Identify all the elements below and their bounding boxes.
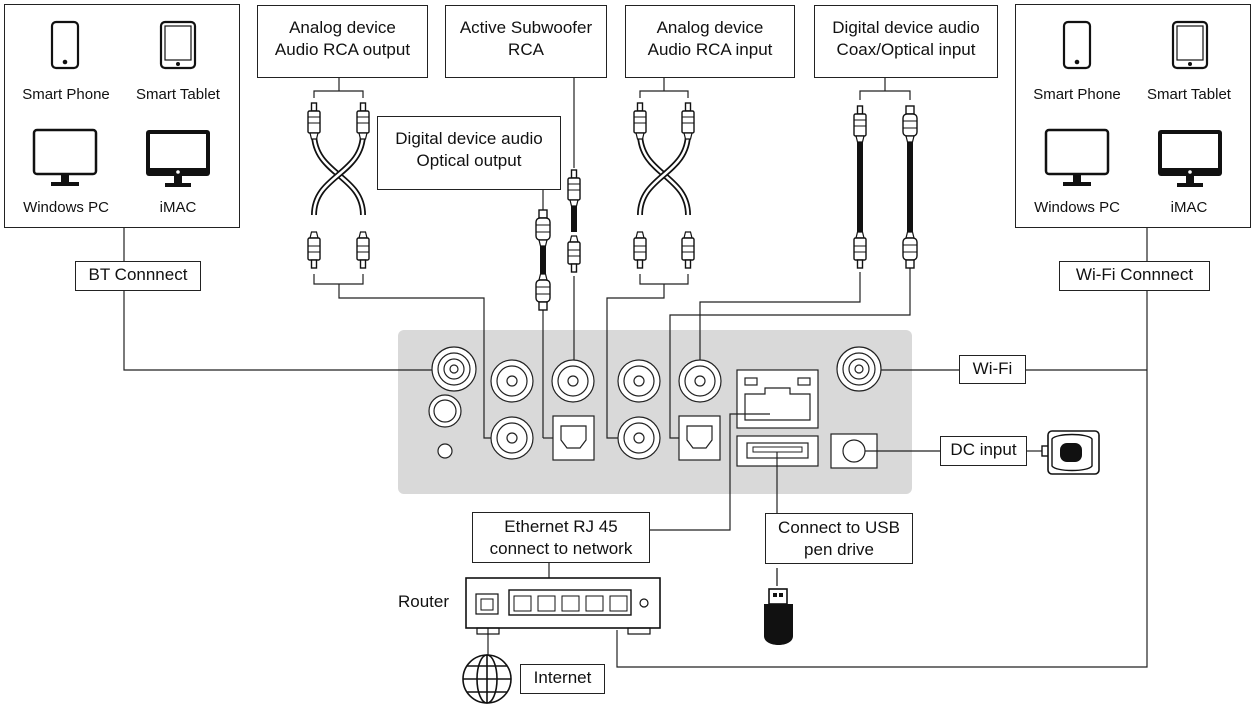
left-smart-tablet-label: Smart Tablet <box>136 86 220 103</box>
left-devices-box <box>4 4 240 228</box>
rca-jack <box>617 359 661 403</box>
right-smart-tablet-label: Smart Tablet <box>1147 86 1231 103</box>
left-windows-pc-label: Windows PC <box>23 199 109 216</box>
wifi-antenna-connector <box>836 346 882 392</box>
connection-lines <box>123 78 1148 668</box>
analog-output-line1: Analog device <box>289 18 396 37</box>
subwoofer-line1: Active Subwoofer <box>459 18 593 37</box>
digital-coax-input-label: Digital device audio Coax/Optical input <box>814 5 998 78</box>
ethernet-line1: Ethernet RJ 45 <box>504 517 618 536</box>
small-jack <box>428 394 462 428</box>
digital-optical-line1: Digital device audio <box>395 129 543 148</box>
optical-jack <box>552 415 595 461</box>
right-windows-pc-label: Windows PC <box>1034 199 1120 216</box>
right-imac-label: iMAC <box>1170 199 1208 216</box>
digital-coax-line2: Coax/Optical input <box>836 40 976 59</box>
digital-optical-output-label: Digital device audio Optical output <box>377 116 561 190</box>
subwoofer-line2: RCA <box>508 40 544 59</box>
digital-coax-line1: Digital device audio <box>832 18 980 37</box>
analog-input-line2: Audio RCA input <box>647 40 773 59</box>
usb-line1: Connect to USB <box>778 518 900 537</box>
rca-cable-pair <box>307 102 370 269</box>
coax-rca-jack <box>678 359 722 403</box>
router-label: Router <box>398 592 450 611</box>
coax-cable <box>853 105 867 269</box>
rca-jack <box>490 359 534 403</box>
rca-jack <box>490 416 534 460</box>
subwoofer-rca-jack <box>551 359 595 403</box>
usb-drive-icon <box>764 568 793 645</box>
globe-icon <box>462 654 512 704</box>
rca-cable-pair <box>633 102 695 269</box>
analog-input-label: Analog device Audio RCA input <box>625 5 795 78</box>
rca-jack <box>617 416 661 460</box>
usb-label: Connect to USB pen drive <box>765 513 913 564</box>
right-devices-box <box>1015 4 1251 228</box>
wifi-connect-label: Wi-Fi Connnect <box>1059 261 1210 291</box>
analog-input-line1: Analog device <box>656 18 764 37</box>
dc-plug-icon <box>1041 430 1100 475</box>
internet-label: Internet <box>520 664 605 694</box>
right-smart-phone-label: Smart Phone <box>1033 86 1121 103</box>
router-icon <box>465 577 661 635</box>
wifi-label: Wi-Fi <box>959 355 1026 384</box>
subwoofer-label: Active Subwoofer RCA <box>445 5 607 78</box>
optical-cable <box>535 209 551 311</box>
left-imac-label: iMAC <box>159 199 197 216</box>
bt-connect-label: BT Connnect <box>75 261 201 291</box>
dc-input-label: DC input <box>940 436 1027 466</box>
amplifier-back-panel <box>398 330 912 494</box>
optical-jack <box>678 415 721 461</box>
ethernet-label: Ethernet RJ 45 connect to network <box>472 512 650 563</box>
digital-optical-line2: Optical output <box>416 151 522 170</box>
analog-output-line2: Audio RCA output <box>274 40 411 59</box>
usb-line2: pen drive <box>804 540 874 559</box>
subwoofer-cable <box>567 169 581 273</box>
bt-antenna-connector <box>431 346 477 392</box>
analog-output-label: Analog device Audio RCA output <box>257 5 428 78</box>
ethernet-line2: connect to network <box>489 539 633 558</box>
ethernet-port <box>736 369 819 429</box>
small-button <box>437 443 453 459</box>
left-smart-phone-label: Smart Phone <box>22 86 110 103</box>
optical-input-cable <box>902 105 918 269</box>
